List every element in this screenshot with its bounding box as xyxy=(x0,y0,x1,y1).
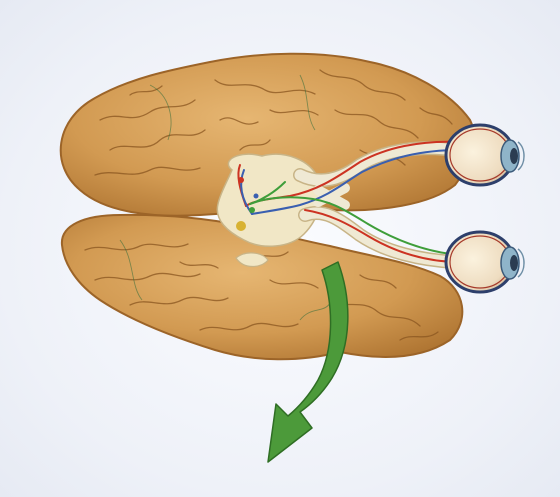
eye-icon xyxy=(446,125,524,185)
eye-icon xyxy=(446,232,524,292)
nucleus-marker xyxy=(236,221,246,231)
